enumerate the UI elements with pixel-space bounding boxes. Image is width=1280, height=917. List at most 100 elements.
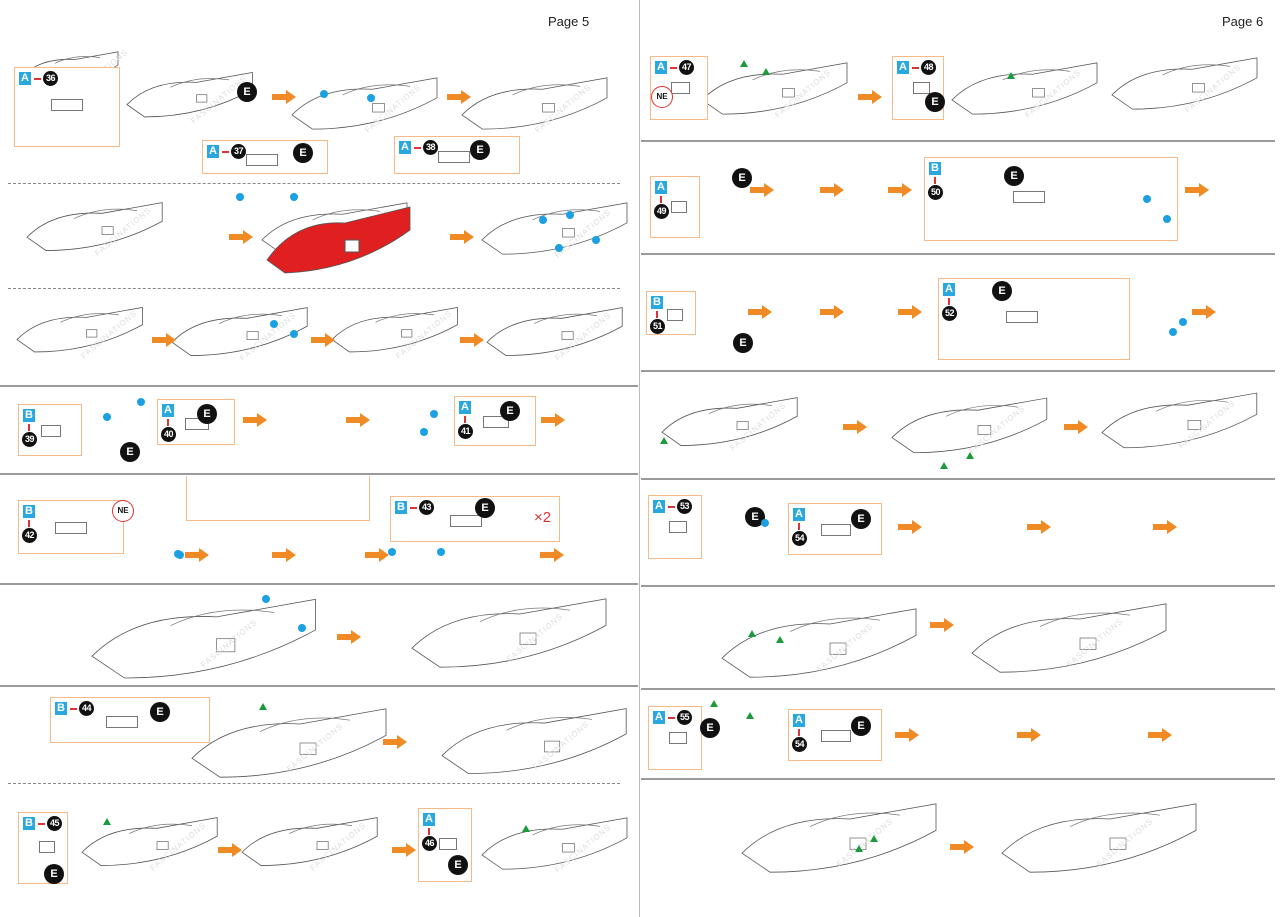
alignment-triangle <box>522 825 530 832</box>
glue-point-dot <box>270 320 278 328</box>
sheet-letter: A <box>653 711 665 724</box>
alignment-triangle <box>748 630 756 637</box>
sheet-letter: B <box>23 505 35 518</box>
step-arrow-icon <box>1064 420 1088 434</box>
step-arrow-icon <box>229 230 253 244</box>
part-sketch <box>449 514 482 527</box>
fuselage-illustration <box>81 817 218 866</box>
glue-point-dot <box>262 595 270 603</box>
ne-marker: NE <box>112 500 134 522</box>
connector <box>670 67 677 69</box>
part-sketch <box>39 841 56 853</box>
step-arrow-icon <box>311 333 335 347</box>
part-sketch <box>106 715 139 728</box>
page-divider <box>639 0 640 917</box>
fuselage-illustration <box>126 71 253 118</box>
fuselage-illustration <box>331 306 458 353</box>
alignment-triangle <box>746 712 754 719</box>
e-tool-marker: E <box>44 864 64 884</box>
part-sketch <box>439 837 457 850</box>
fuselage-illustration <box>481 202 628 255</box>
glue-point-dot <box>137 398 145 406</box>
glue-point-dot <box>290 330 298 338</box>
step-arrow-icon <box>1027 520 1051 534</box>
fuselage-illustration <box>891 397 1048 454</box>
glue-point-dot <box>320 90 328 98</box>
step-callout-box: B 43 <box>390 496 560 542</box>
glue-point-dot <box>430 410 438 418</box>
part-number: 36 <box>43 71 58 86</box>
step-arrow-icon <box>383 735 407 749</box>
part-number: 40 <box>161 427 176 442</box>
alignment-triangle <box>855 845 863 852</box>
section-divider <box>0 385 638 387</box>
part-number: 42 <box>22 528 37 543</box>
fuselage-illustration <box>1001 803 1197 873</box>
part-sketch <box>51 99 84 112</box>
connector <box>167 419 169 426</box>
connector <box>668 717 675 719</box>
alignment-triangle <box>740 60 748 67</box>
alignment-triangle <box>870 835 878 842</box>
sheet-letter: B <box>23 409 35 422</box>
step-arrow-icon <box>950 840 974 854</box>
sheet-letter: A <box>19 72 31 85</box>
fuselage-illustration <box>971 603 1167 673</box>
section-divider <box>8 783 620 784</box>
e-tool-marker: E <box>732 168 752 188</box>
red-highlighted-part <box>266 206 411 274</box>
part-number: 55 <box>677 710 692 725</box>
sheet-letter: A <box>943 283 955 296</box>
connector <box>28 520 30 527</box>
connector <box>464 416 466 423</box>
connector <box>70 708 77 710</box>
connector <box>428 828 430 835</box>
e-tool-marker: E <box>470 140 490 160</box>
e-tool-marker: E <box>448 855 468 875</box>
e-tool-marker: E <box>733 333 753 353</box>
sheet-letter: B <box>395 501 407 514</box>
e-tool-marker: E <box>851 509 871 529</box>
section-divider <box>641 688 1275 690</box>
section-divider <box>0 473 638 475</box>
connector <box>410 507 417 509</box>
part-number: 43 <box>419 500 434 515</box>
part-sketch <box>483 416 509 429</box>
part-number: 38 <box>423 140 438 155</box>
fuselage-illustration <box>171 307 308 356</box>
connector <box>656 311 658 318</box>
step-arrow-icon <box>1153 520 1177 534</box>
fuselage-illustration <box>291 77 438 130</box>
section-divider <box>641 253 1275 255</box>
step-arrow-icon <box>365 548 389 562</box>
step-arrow-icon <box>1017 728 1041 742</box>
step-arrow-icon <box>272 548 296 562</box>
section-divider <box>641 585 1275 587</box>
fuselage-illustration <box>26 202 163 251</box>
step-arrow-icon <box>858 90 882 104</box>
connector <box>668 506 675 508</box>
step-arrow-icon <box>1192 305 1216 319</box>
step-arrow-icon <box>843 420 867 434</box>
sheet-letter: B <box>929 162 941 175</box>
step-arrow-icon <box>1148 728 1172 742</box>
part-sketch <box>669 731 687 744</box>
part-sketch <box>821 730 851 742</box>
fuselage-illustration <box>481 817 628 870</box>
section-divider <box>641 140 1275 142</box>
sub-step-callout <box>186 476 370 521</box>
glue-point-dot <box>420 428 428 436</box>
fuselage-illustration <box>461 77 608 130</box>
step-arrow-icon <box>460 333 484 347</box>
section-divider <box>641 370 1275 372</box>
part-sketch <box>667 308 684 321</box>
e-tool-marker: E <box>197 404 217 424</box>
part-number: 45 <box>47 816 62 831</box>
sheet-letter: A <box>207 145 219 158</box>
sheet-letter: A <box>653 500 665 513</box>
step-arrow-icon <box>392 843 416 857</box>
